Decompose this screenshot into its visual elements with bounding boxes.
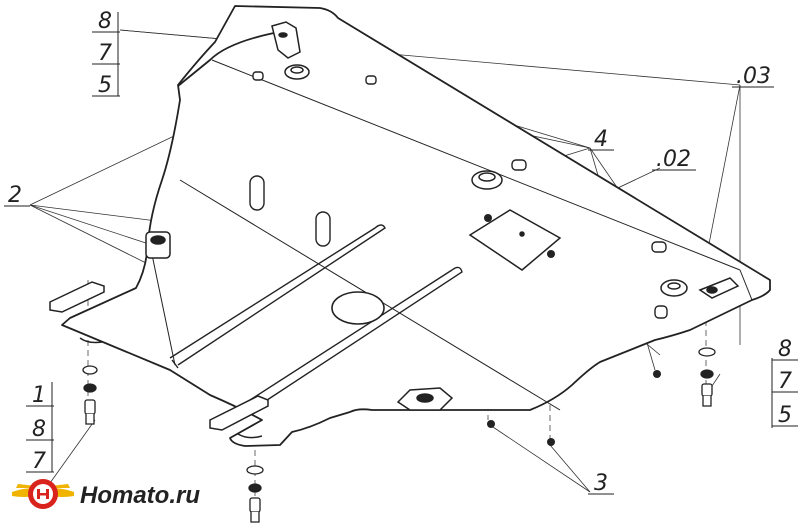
callout-top-left: 8 7 5 <box>92 9 120 98</box>
callout-8-bl: 8 <box>32 417 46 442</box>
label-4: 4 <box>594 127 608 152</box>
nut-bosses <box>145 64 740 411</box>
callout-7: 7 <box>98 41 112 66</box>
callout-8: 8 <box>98 9 112 34</box>
plate-fasteners <box>484 214 661 446</box>
logo-emblem-icon <box>12 479 74 509</box>
label-2: 2 <box>8 183 22 208</box>
label-03: .03 <box>736 64 771 89</box>
exploded-hardware <box>82 347 716 523</box>
skid-plate <box>61 5 771 447</box>
label-02: .02 <box>656 147 691 172</box>
access-hatch <box>468 209 562 271</box>
part-labels: 2 4 .02 .03 3 <box>4 64 774 496</box>
callout-5: 5 <box>98 73 112 98</box>
homato-logo: Homato.ru <box>12 479 200 509</box>
front-brackets <box>49 281 269 439</box>
label-3: 3 <box>594 471 608 496</box>
callout-1: 1 <box>32 383 46 408</box>
mounting-slots <box>249 71 668 319</box>
callout-7-bl: 7 <box>32 449 46 474</box>
drain-hole <box>331 291 385 325</box>
top-bracket <box>271 21 301 59</box>
callout-8-right: 8 <box>778 337 792 362</box>
callout-bottom-left: 1 8 7 <box>26 382 54 474</box>
logo-text: Homato.ru <box>80 482 200 509</box>
stiffening-ribs <box>169 224 463 407</box>
callout-5-right: 5 <box>778 403 792 428</box>
callout-right: 8 7 5 <box>771 337 798 428</box>
callout-7-right: 7 <box>778 369 792 394</box>
